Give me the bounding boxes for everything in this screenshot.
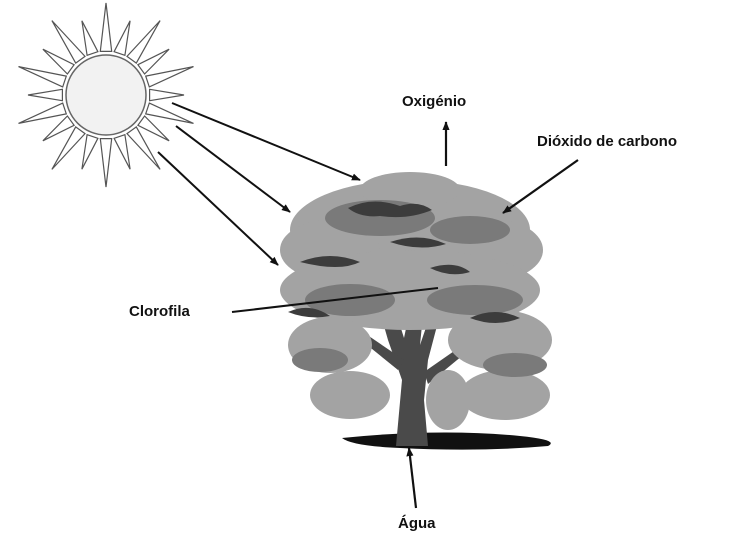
sun-ray [82, 21, 98, 56]
sun-ray [146, 103, 194, 123]
sun-ray [114, 135, 130, 170]
sun-ray [19, 103, 67, 123]
chlorophyll-label: Clorofila [129, 303, 190, 320]
sunlight-arrow-1 [172, 103, 360, 180]
sun-ray [100, 3, 111, 51]
sun-ray [114, 21, 130, 56]
sun-ray [146, 67, 194, 87]
sun-ray [150, 89, 184, 100]
carbon-dioxide-arrow [503, 160, 578, 213]
sun-ray [28, 89, 62, 100]
sun-ray [100, 139, 111, 187]
sun-ray [19, 67, 67, 87]
water-label: Água [398, 515, 436, 532]
tree-icon [280, 172, 552, 450]
sun-ray [82, 135, 98, 170]
oxygen-label: Oxigénio [402, 93, 466, 110]
carbon-dioxide-label: Dióxido de carbono [537, 133, 677, 150]
sunlight-arrow-2 [176, 126, 290, 212]
sunlight-arrow-3 [158, 152, 278, 265]
water-arrow [409, 448, 416, 508]
